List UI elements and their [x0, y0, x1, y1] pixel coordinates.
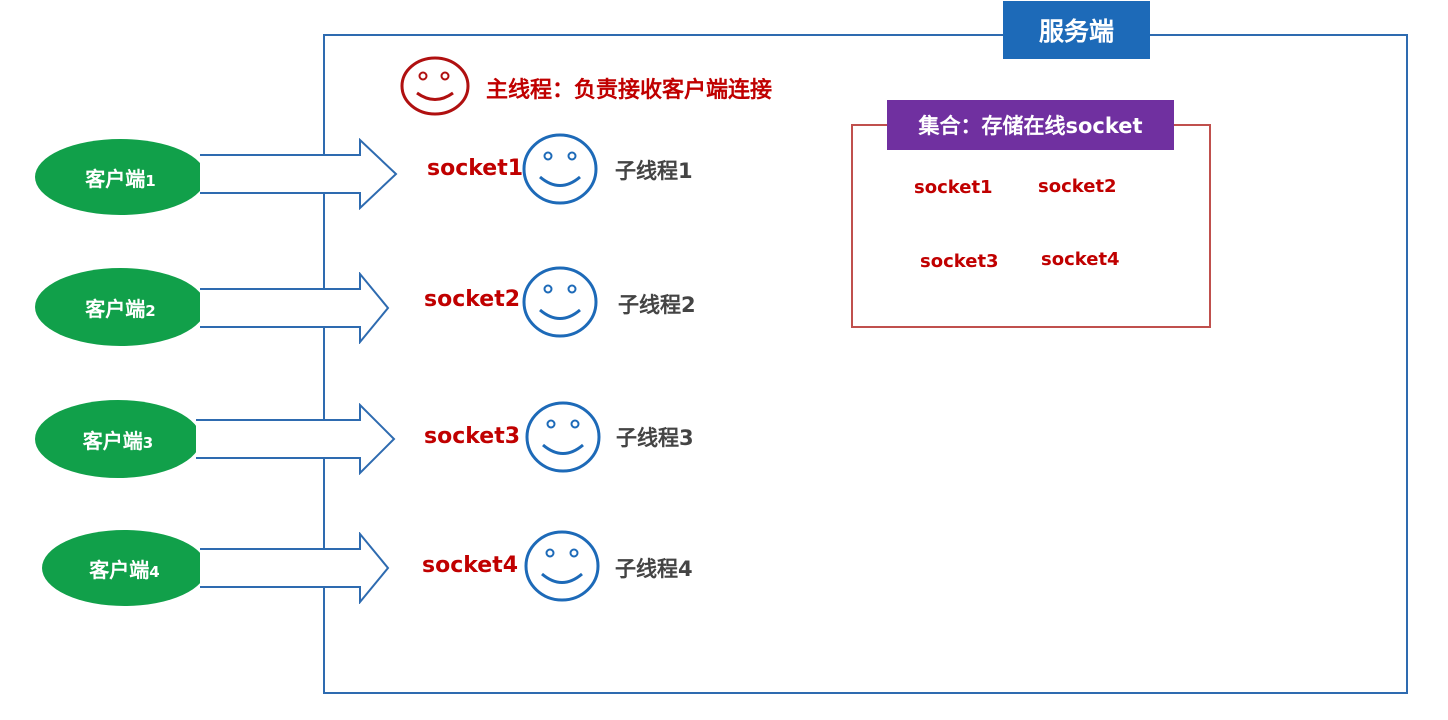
client-1-arrow-icon [200, 138, 398, 210]
client-4-number: 4 [149, 563, 160, 581]
client-3-arrow-icon [196, 403, 396, 475]
server-box [323, 34, 1408, 694]
worker-thread-3-label: 子线程3 [616, 426, 694, 450]
socket-2-label: socket2 [424, 287, 521, 312]
client-2-number: 2 [145, 302, 156, 320]
main-thread-label: 主线程：负责接收客户端连接 [486, 78, 773, 103]
socket-3-label: socket3 [424, 424, 521, 449]
client-3-number: 3 [142, 434, 154, 452]
socket-collection-title: 集合：存储在线socket [887, 100, 1174, 150]
client-4-label: 客户端 [89, 557, 150, 582]
worker-thread-4-label: 子线程4 [615, 557, 693, 581]
socket-1-label: socket1 [427, 156, 524, 181]
socket-4-label: socket4 [422, 553, 519, 578]
worker-thread-2-label: 子线程2 [618, 293, 696, 317]
worker-4-smiley-icon [524, 530, 600, 602]
client-2-label: 客户端 [85, 296, 146, 321]
client-2-arrow-icon [200, 272, 390, 344]
collection-socket-3: socket3 [920, 251, 999, 272]
client-1-number: 1 [145, 172, 156, 190]
socket-collection-box [851, 124, 1211, 328]
client-4-arrow-icon [200, 532, 390, 604]
collection-socket-4: socket4 [1041, 249, 1120, 270]
collection-socket-1: socket1 [914, 177, 993, 198]
worker-thread-1-label: 子线程1 [615, 159, 693, 183]
worker-3-smiley-icon [525, 401, 601, 473]
main-thread-smiley-icon [400, 56, 470, 116]
server-title: 服务端 [1003, 1, 1150, 59]
client-1-label: 客户端 [85, 166, 146, 191]
worker-1-smiley-icon [522, 133, 598, 205]
client-3-label: 客户端 [82, 428, 143, 453]
collection-socket-2: socket2 [1038, 176, 1117, 197]
worker-2-smiley-icon [522, 266, 598, 338]
